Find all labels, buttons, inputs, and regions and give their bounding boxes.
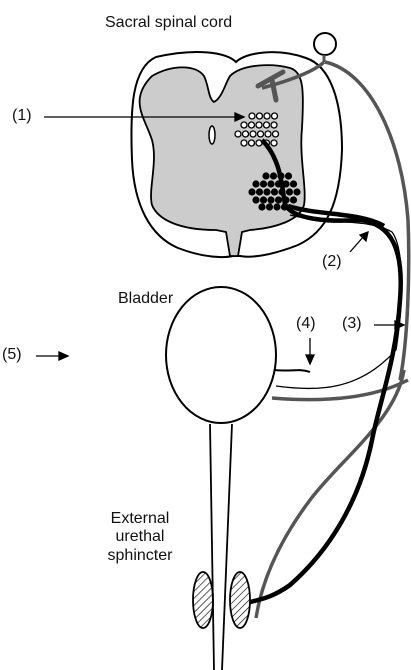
motor-neuron-cell [270,172,277,179]
interneuron-cell [243,131,249,137]
marker-5: (5) [2,346,22,364]
white-tract-bladder [276,350,396,389]
dorsal-root-ganglion [314,33,336,55]
interneuron-cell [265,131,271,137]
interneuron-cell [250,131,256,137]
motor-neuron-cell [266,203,273,210]
sphincter-label-line-2: urethal [84,528,196,546]
sphincter-left [193,572,213,628]
marker-2: (2) [322,253,342,271]
interneuron-cell [241,122,247,128]
interneuron-cell [258,131,264,137]
sphincter-right [230,572,250,628]
interneuron-cell [264,122,270,128]
interneuron-cell [249,113,255,119]
interneuron-cell [249,122,255,128]
motor-neuron-cell [263,188,270,195]
interneuron-cell [273,131,279,137]
motor-neuron-cell [285,172,292,179]
external-sphincter [193,572,250,628]
motor-neuron-cell [252,180,259,187]
motor-neuron-cell [273,203,280,210]
spinal-cord-section [131,52,342,257]
motor-neuron-cell [293,188,300,195]
sphincter-label-line-1: External [84,510,196,528]
arrow-2-line [350,236,364,252]
motor-neuron-cell [275,196,282,203]
motor-neuron-cell [248,188,255,195]
sphincter-label: External urethal sphincter [84,510,196,565]
marker-1: (1) [12,107,32,125]
interneuron-cell [271,140,277,146]
interneuron-cell [264,113,270,119]
interneuron-cell [235,131,241,137]
motor-neuron-cell [260,180,267,187]
marker-4: (4) [296,315,316,333]
urethra-right [222,424,232,670]
central-canal [209,126,215,144]
motor-neuron-cell [267,180,274,187]
motor-neuron-cell [258,203,265,210]
motor-neuron-cell [262,172,269,179]
bladder-neck [274,370,310,372]
interneuron-cell [271,122,277,128]
interneuron-cell [257,113,263,119]
diagram-title: Sacral spinal cord [105,14,232,32]
motor-neuron-cell [267,196,274,203]
motor-neuron-cell [290,196,297,203]
interneuron-cell [272,113,278,119]
motor-neuron-cell [286,188,293,195]
interneuron-cell [256,122,262,128]
marker-3: (3) [342,315,362,333]
bladder-body [166,287,276,423]
urethra-left [210,424,214,670]
motor-neuron-cell [271,188,278,195]
arrow-5-head [59,352,68,360]
motor-neuron-cell [290,180,297,187]
sphincter-label-line-3: sphincter [84,547,196,565]
interneuron-cell [241,140,247,146]
motor-neuron-cell [252,196,259,203]
interneuron-cell [249,140,255,146]
arrow-4-head [306,355,314,364]
motor-neuron-cell [256,188,263,195]
motor-neuron-cell [260,196,267,203]
bladder-label: Bladder [118,290,173,308]
